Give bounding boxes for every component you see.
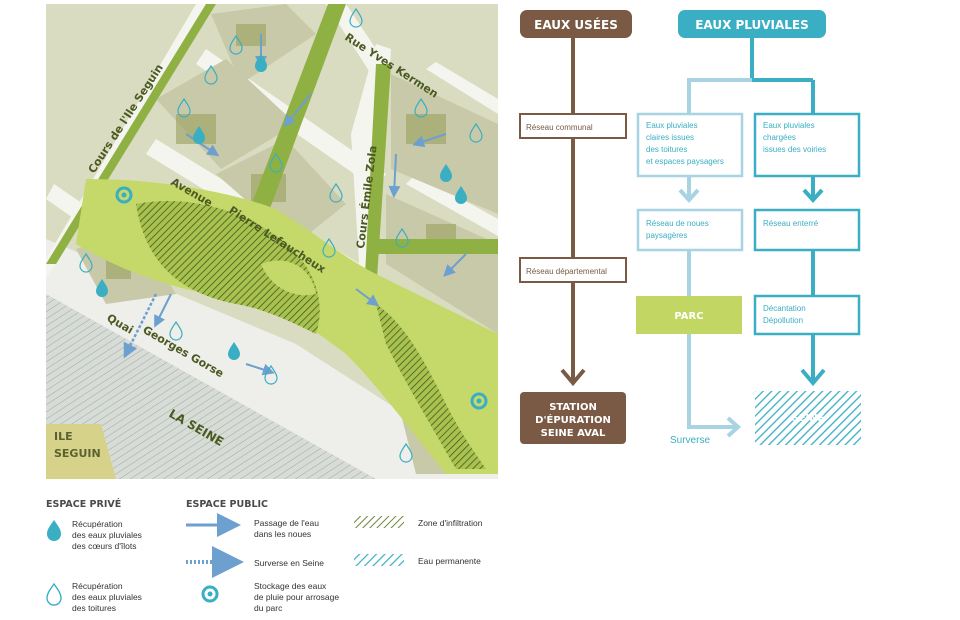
legend-eau-permanente: Eau permanente bbox=[418, 556, 481, 566]
seine-box bbox=[755, 391, 861, 445]
infiltration-zone-2 bbox=[376, 304, 486, 469]
eaux-chargees-line-3: issues des voiries bbox=[763, 145, 826, 154]
label-ile: ILE bbox=[54, 430, 73, 443]
eaux-claires-line-4: et espaces paysagers bbox=[646, 157, 724, 166]
station-line-3: SEINE AVAL bbox=[541, 428, 606, 439]
reseau-departemental-box bbox=[519, 257, 627, 283]
drop-filled-icon bbox=[47, 520, 61, 541]
eaux-claires-box bbox=[636, 112, 744, 178]
eaux-claires-line-1: Eaux pluviales bbox=[646, 121, 698, 130]
noues-flow-arrows bbox=[154, 34, 467, 376]
quai-road bbox=[46, 239, 498, 479]
station-epuration-box bbox=[520, 392, 626, 444]
eaux-chargees-box bbox=[753, 112, 861, 178]
eaux-chargees-line-1: Eaux pluviales bbox=[763, 121, 815, 130]
reseau-enterre-label: Réseau enterré bbox=[763, 219, 819, 228]
surverse-arrow bbox=[123, 293, 158, 359]
eaux-chargees-line-2: chargées bbox=[763, 133, 796, 142]
noues-line-2: paysagères bbox=[646, 231, 687, 240]
water-flow-diagram: EAUX USÉES Réseau communal Réseau départ… bbox=[519, 10, 861, 446]
legend-public-1-line-2: dans les noues bbox=[254, 529, 311, 539]
legend-public-3-line-3: du parc bbox=[254, 603, 283, 613]
reseau-communal-box bbox=[519, 113, 627, 139]
decantation-line-2: Dépollution bbox=[763, 316, 803, 325]
infiltration-zone-1 bbox=[136, 200, 320, 334]
eaux-pluviales-title: EAUX PLUVIALES bbox=[695, 18, 809, 32]
parc-label: PARC bbox=[674, 311, 703, 322]
infiltration-swatch bbox=[354, 516, 404, 528]
drop-icons-toiture bbox=[79, 7, 483, 463]
eau-permanente-swatch bbox=[354, 554, 404, 566]
station-line-1: STATION bbox=[549, 402, 597, 413]
legend-public-1-line-1: Passage de l'eau bbox=[254, 518, 319, 528]
legend-public-3-line-1: Stockage des eaux bbox=[254, 581, 327, 591]
eaux-usees-header bbox=[520, 10, 632, 38]
eaux-pluviales-column: EAUX PLUVIALES Eaux pluviales claires is… bbox=[636, 10, 861, 446]
eaux-pluviales-header bbox=[678, 10, 826, 38]
eaux-usees-title: EAUX USÉES bbox=[534, 17, 618, 32]
reseau-communal-label: Réseau communal bbox=[526, 123, 593, 132]
label-seguin: SEGUIN bbox=[54, 447, 101, 460]
eaux-claires-line-3: des toitures bbox=[646, 145, 687, 154]
legend-espace-prive: ESPACE PRIVÉ bbox=[46, 498, 121, 510]
legend-public-2: Surverse en Seine bbox=[254, 558, 324, 568]
surverse-label: Surverse bbox=[670, 435, 710, 446]
reseau-enterre-box bbox=[753, 208, 861, 252]
drop-icons-coeur bbox=[96, 54, 467, 360]
legend-prive-2-line-2: des eaux pluviales bbox=[72, 592, 142, 602]
eaux-claires-line-2: claires issues bbox=[646, 133, 694, 142]
eaux-usees-column: EAUX USÉES Réseau communal Réseau départ… bbox=[519, 10, 632, 444]
decantation-box bbox=[753, 294, 861, 336]
legend-prive-1-line-3: des cœurs d'îlots bbox=[72, 541, 136, 551]
decantation-line-1: Décantation bbox=[763, 304, 806, 313]
reseau-departemental-label: Réseau départemental bbox=[526, 267, 607, 276]
noues-box bbox=[636, 208, 744, 252]
legend-zone-infiltration: Zone d'infiltration bbox=[418, 518, 483, 528]
legend-prive-2-line-3: des toitures bbox=[72, 603, 116, 613]
legend-prive-2-line-1: Récupération bbox=[72, 581, 123, 591]
station-line-2: D'ÉPURATION bbox=[535, 413, 611, 426]
legend-prive-1-line-2: des eaux pluviales bbox=[72, 530, 142, 540]
noues-line-1: Réseau de noues bbox=[646, 219, 709, 228]
storage-circle-icon bbox=[201, 585, 219, 603]
site-map: Rue Yves Kermen Cours de l'Ile Seguin Av… bbox=[46, 4, 498, 479]
map-legend: ESPACE PRIVÉ Récupération des eaux pluvi… bbox=[46, 498, 483, 613]
legend-public-3-line-2: de pluie pour arrosage bbox=[254, 592, 339, 602]
seine-label: SEINE bbox=[792, 413, 825, 424]
legend-espace-public: ESPACE PUBLIC bbox=[186, 499, 268, 510]
drop-outline-icon bbox=[46, 582, 62, 606]
legend-prive-1-line-1: Récupération bbox=[72, 519, 123, 529]
park-lawn bbox=[261, 260, 316, 296]
ile-seguin bbox=[46, 424, 116, 479]
parc-box bbox=[636, 296, 742, 334]
stockage-markers bbox=[115, 186, 488, 410]
